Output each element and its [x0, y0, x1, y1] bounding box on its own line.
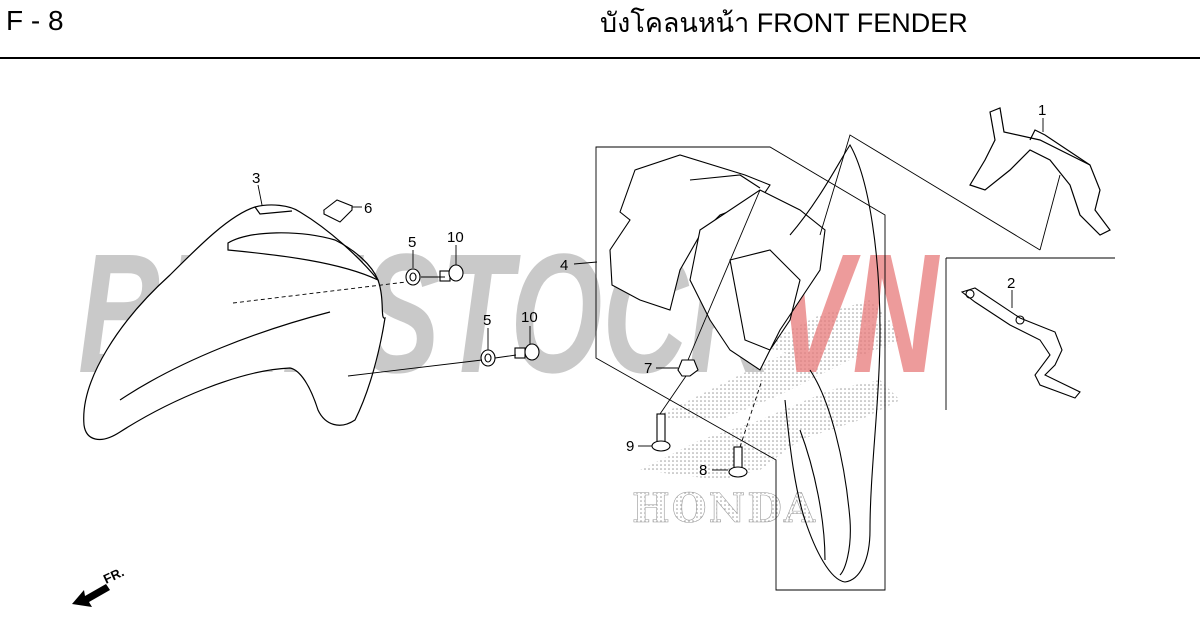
- part-screw-9: [651, 413, 671, 452]
- callout-2: 2: [1007, 275, 1015, 292]
- part-screw-8: [728, 446, 748, 478]
- callout-3: 3: [252, 170, 260, 187]
- front-direction-arrow-icon: FR.: [72, 564, 126, 607]
- honda-wordmark: HONDA: [632, 485, 817, 532]
- part-front-fender: [83, 204, 386, 441]
- callout-8: 8: [699, 462, 707, 479]
- callout-4: 4: [560, 257, 568, 274]
- part-bolt-lower: [514, 343, 540, 361]
- part-clip-nut: [322, 199, 353, 223]
- callout-labels: 1 2 3 4 5 5 6 7 8 9 10 10: [252, 102, 1046, 479]
- callout-5-upper: 5: [408, 234, 416, 251]
- part-bracket-2: [960, 287, 1081, 399]
- honda-wing-logo: HONDA: [632, 300, 900, 532]
- part-fender-shell: [784, 143, 881, 583]
- callout-7: 7: [644, 360, 652, 377]
- callout-6: 6: [364, 200, 372, 217]
- callout-1: 1: [1038, 102, 1046, 119]
- part-grommet-lower: [480, 349, 496, 367]
- diagram-code: F - 8: [6, 5, 64, 36]
- part-nut-7: [677, 359, 699, 377]
- callout-10-upper: 10: [447, 229, 464, 246]
- part-bracket-1: [969, 107, 1111, 236]
- part-inner-fender: [609, 154, 826, 371]
- leader-lines: [257, 118, 1044, 471]
- callout-9: 9: [626, 438, 634, 455]
- part-bolt-upper: [439, 264, 464, 282]
- diagram-title: บังโคลนหน้า FRONT FENDER: [600, 8, 968, 38]
- callout-5-lower: 5: [483, 312, 491, 329]
- direction-label: FR.: [101, 564, 126, 586]
- callout-10-lower: 10: [521, 309, 538, 326]
- header-divider: [0, 57, 1200, 59]
- assembly-lines: [232, 134, 1115, 591]
- part-grommet-upper: [405, 268, 421, 286]
